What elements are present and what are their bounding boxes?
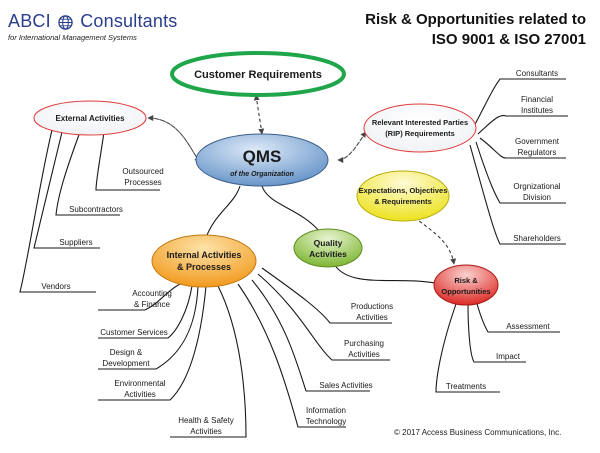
leaf-purchasing-line1: Purchasing bbox=[344, 339, 384, 348]
qms-title: QMS bbox=[243, 147, 282, 166]
leaf-accounting-line2: & Finance bbox=[134, 300, 171, 309]
page-title: Risk & Opportunities related to ISO 9001… bbox=[365, 10, 586, 50]
risk-leaves: Assessment Impact Treatments bbox=[446, 322, 551, 391]
rip-label-line2: (RIP) Requirements bbox=[385, 129, 455, 138]
globe-icon bbox=[58, 15, 73, 30]
external-activities-node: External Activities bbox=[33, 100, 147, 136]
leaf-sales: Sales Activities bbox=[319, 381, 372, 390]
title-line-2: ISO 9001 & ISO 27001 bbox=[431, 31, 586, 48]
rip-node: Relevant Interested Parties (RIP) Requir… bbox=[363, 103, 477, 153]
leaf-orgdiv-line1: Orgnizational bbox=[513, 182, 560, 191]
leaf-purchasing-line2: Activities bbox=[348, 350, 380, 359]
logo-tagline: for International Management Systems bbox=[8, 33, 137, 42]
leaf-health-line2: Activities bbox=[190, 427, 222, 436]
leaf-shareholders: Shareholders bbox=[513, 234, 561, 243]
qms-node: QMS of the Organization bbox=[195, 133, 329, 187]
internal-leaves: Accounting & Finance Customer Services D… bbox=[100, 289, 393, 436]
title-line-1: Risk & Opportunities related to bbox=[365, 11, 586, 28]
logo-wordmark: ABCI Consultants bbox=[8, 11, 177, 32]
leaf-design-line1: Design & bbox=[110, 348, 143, 357]
leaf-impact: Impact bbox=[496, 352, 521, 361]
company-logo: ABCI Consultants for International Manag… bbox=[8, 11, 177, 42]
external-activities-label: External Activities bbox=[55, 114, 125, 123]
expectations-label-line2: & Requirements bbox=[374, 197, 432, 206]
leaf-customer-services: Customer Services bbox=[100, 328, 168, 337]
leaf-financial-line2: Institutes bbox=[521, 106, 553, 115]
expectations-node: Expectations, Objectives & Requirements bbox=[356, 170, 450, 222]
leaf-orgdiv-line2: Division bbox=[523, 193, 551, 202]
internal-label-line2: & Processes bbox=[177, 262, 231, 272]
leaf-subcontractors: Subcontractors bbox=[69, 205, 123, 214]
leaf-vendors: Vendors bbox=[41, 282, 70, 291]
leaf-suppliers: Suppliers bbox=[59, 238, 92, 247]
risk-opportunities-node: Risk & Opportunities bbox=[433, 264, 499, 306]
leaf-information-line1: Information bbox=[306, 406, 346, 415]
rip-leaves: Consultants Financial Institutes Governm… bbox=[513, 69, 561, 243]
risk-label-line1: Risk & bbox=[454, 276, 478, 285]
leaf-health-line1: Health & Safety bbox=[178, 416, 234, 425]
leaf-accounting-line1: Accounting bbox=[132, 289, 172, 298]
internal-activities-node: Internal Activities & Processes bbox=[151, 234, 257, 288]
expectations-label-line1: Expectations, Objectives bbox=[359, 186, 448, 195]
leaf-environmental-line1: Environmental bbox=[114, 379, 165, 388]
customer-requirements-node: Customer Requirements bbox=[170, 51, 346, 97]
copyright-notice: © 2017 Access Business Communications, I… bbox=[394, 428, 562, 437]
customer-requirements-label: Customer Requirements bbox=[194, 69, 322, 81]
leaf-assessment: Assessment bbox=[506, 322, 550, 331]
logo-text-right: Consultants bbox=[80, 11, 178, 31]
leaf-consultants: Consultants bbox=[516, 69, 558, 78]
risk-label-line2: Opportunities bbox=[441, 287, 490, 296]
leaf-environmental-line2: Activities bbox=[124, 390, 156, 399]
quality-label-line1: Quality bbox=[314, 238, 343, 248]
leaf-outsourced-line2: Processes bbox=[124, 178, 161, 187]
leaf-government-line1: Government bbox=[515, 137, 560, 146]
leaf-government-line2: Regulators bbox=[518, 148, 557, 157]
leaf-treatments: Treatments bbox=[446, 382, 486, 391]
connector-lines bbox=[19, 78, 568, 438]
leaf-productions-line2: Activities bbox=[356, 313, 388, 322]
logo-text-left: ABCI bbox=[8, 11, 51, 31]
qms-subtitle: of the Organization bbox=[230, 171, 294, 178]
external-leaves: Outsourced Processes Subcontractors Supp… bbox=[41, 167, 163, 291]
leaf-productions-line1: Productions bbox=[351, 302, 393, 311]
quality-activities-node: Quality Activities bbox=[293, 228, 363, 268]
internal-label-line1: Internal Activities bbox=[167, 250, 242, 260]
leaf-information-line2: Technology bbox=[306, 417, 346, 426]
leaf-financial-line1: Financial bbox=[521, 95, 553, 104]
quality-label-line2: Activities bbox=[309, 249, 347, 259]
rip-label-line1: Relevant Interested Parties bbox=[372, 118, 468, 127]
leaf-outsourced-line1: Outsourced bbox=[122, 167, 163, 176]
leaf-design-line2: Development bbox=[102, 359, 150, 368]
